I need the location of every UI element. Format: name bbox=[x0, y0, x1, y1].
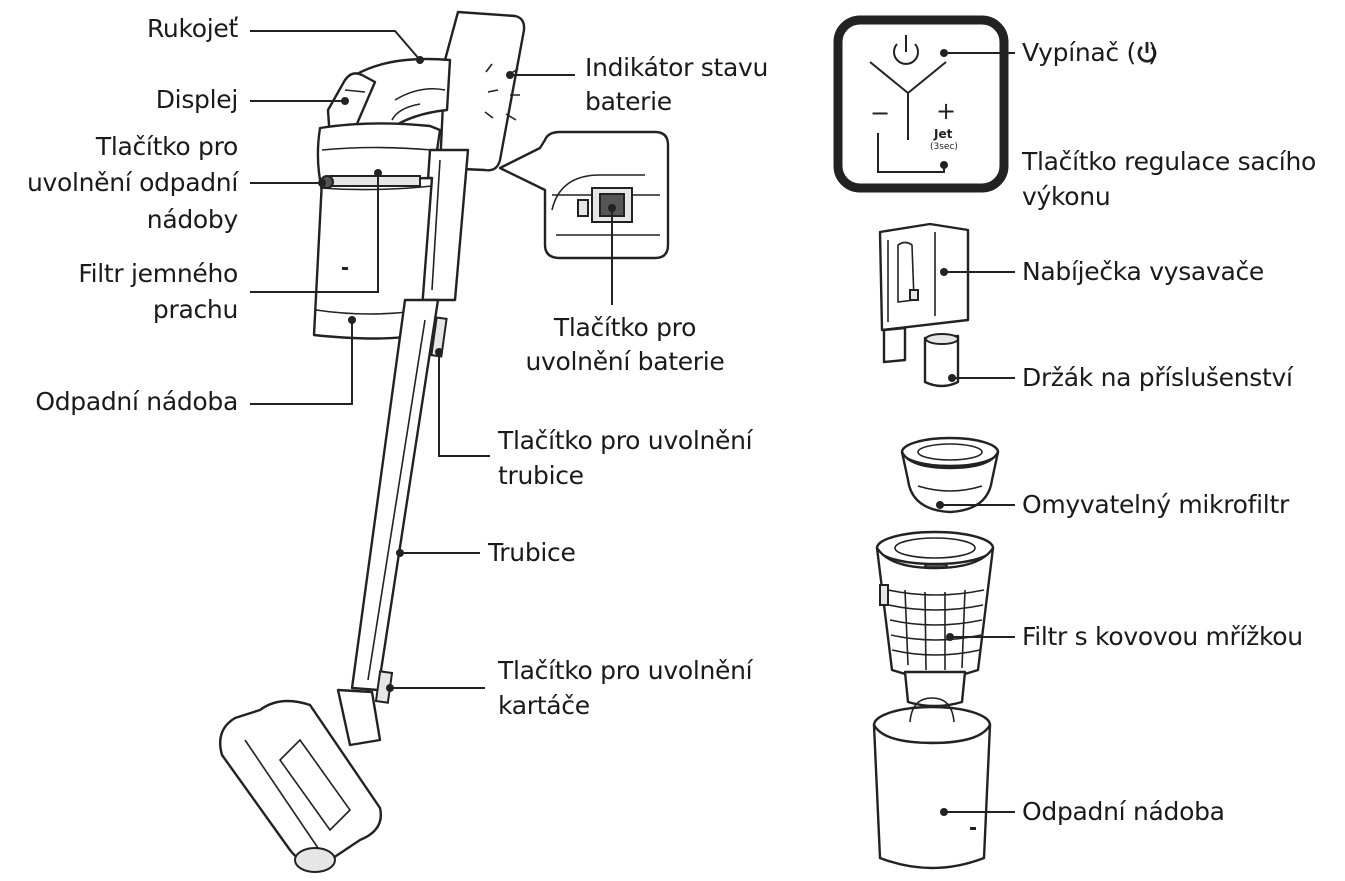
vacuum-pipe bbox=[352, 300, 447, 703]
label-display: Displej bbox=[156, 84, 238, 116]
minus-symbol: − bbox=[870, 99, 890, 127]
label-pipe: Trubice bbox=[488, 537, 576, 569]
label-fine-filter-line1: Filtr jemného bbox=[78, 258, 238, 290]
mesh-filter bbox=[877, 532, 993, 706]
label-battery-release-line1: Tlačítko pro bbox=[530, 312, 720, 344]
label-accessory-holder: Držák na příslušenství bbox=[1022, 362, 1293, 394]
label-power-switch-text: Vypínač ( bbox=[1022, 38, 1136, 67]
label-battery-indicator-line2: baterie bbox=[585, 86, 672, 118]
label-fine-filter-line2: prachu bbox=[153, 294, 238, 326]
label-dust-bin-left: Odpadní nádoba bbox=[35, 386, 238, 418]
jet-label: Jet bbox=[933, 127, 953, 141]
charger bbox=[880, 224, 968, 386]
label-mesh-filter: Filtr s kovovou mřížkou bbox=[1022, 621, 1303, 653]
battery-release-inset bbox=[500, 132, 668, 258]
label-suction-control-line2: výkonu bbox=[1022, 181, 1110, 213]
plus-symbol: + bbox=[936, 97, 956, 125]
label-pipe-release-line1: Tlačítko pro uvolnění bbox=[498, 425, 752, 457]
jet-sub-label: (3sec) bbox=[930, 142, 958, 152]
label-pipe-release-line2: trubice bbox=[498, 460, 584, 492]
label-charger: Nabíječka vysavače bbox=[1022, 256, 1264, 288]
label-handle: Rukojeť bbox=[147, 13, 238, 45]
label-bin-release-line1: Tlačítko pro bbox=[96, 131, 238, 163]
label-power-switch: Vypínač () bbox=[1022, 37, 1157, 69]
control-panel: − + Jet (3sec) bbox=[838, 20, 1004, 188]
label-brush-release-line1: Tlačítko pro uvolnění bbox=[498, 655, 752, 687]
label-bin-release-line2: uvolnění odpadní bbox=[27, 167, 238, 199]
microfilter bbox=[902, 438, 998, 512]
label-suction-control-line1: Tlačítko regulace sacího bbox=[1022, 146, 1316, 178]
label-power-switch-close: ) bbox=[1148, 38, 1157, 67]
dust-bin-right bbox=[874, 698, 990, 868]
label-brush-release-line2: kartáče bbox=[498, 690, 590, 722]
label-battery-release-line2: uvolnění baterie bbox=[505, 346, 745, 378]
label-battery-indicator-line1: Indikátor stavu bbox=[585, 52, 768, 84]
label-dust-bin-right: Odpadní nádoba bbox=[1022, 796, 1225, 828]
label-microfilter: Omyvatelný mikrofiltr bbox=[1022, 489, 1289, 521]
vacuum-floor-brush bbox=[220, 690, 381, 872]
label-bin-release-line3: nádoby bbox=[147, 204, 238, 236]
